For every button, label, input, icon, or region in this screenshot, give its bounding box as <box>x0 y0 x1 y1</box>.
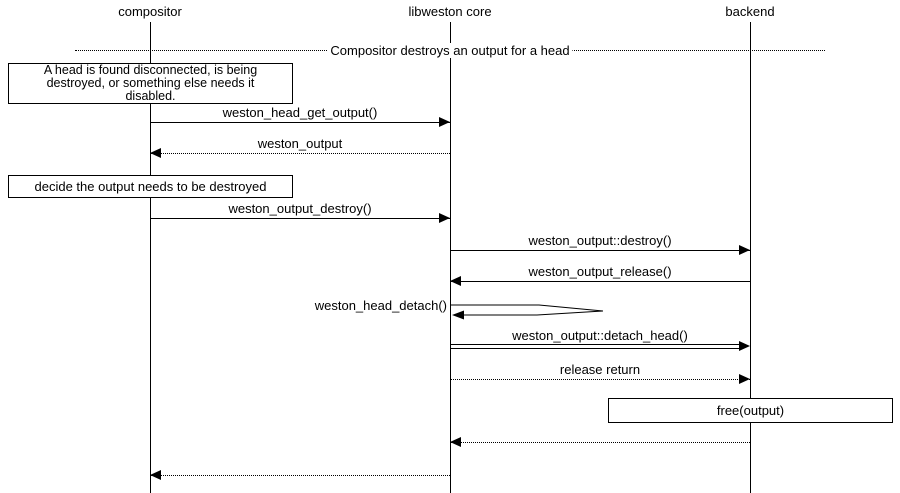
arrowhead-right-icon <box>439 117 450 127</box>
message-label-weston-output-detach-head: weston_output::detach_head() <box>512 328 688 343</box>
note-head-disconnected: A head is found disconnected, is being d… <box>8 63 293 104</box>
note-decide-destroy: decide the output needs to be destroyed <box>8 175 293 198</box>
message-label-weston-output-destroy: weston_output_destroy() <box>228 201 372 216</box>
message-label-weston-output-vfunc-destroy: weston_output::destroy() <box>528 233 672 248</box>
message-line-weston-output-detach-head <box>450 344 740 349</box>
arrowhead-right-icon <box>739 374 750 384</box>
message-line-weston-output <box>150 153 450 154</box>
message-line-weston-head-get-output <box>150 122 450 123</box>
lifeline-backend <box>750 22 751 493</box>
self-call-arrow-icon <box>451 304 604 320</box>
message-label-weston-output-release: weston_output_release() <box>528 264 672 279</box>
note-free-output: free(output) <box>608 398 893 423</box>
message-line-return-to-core <box>450 442 750 443</box>
arrowhead-right-icon <box>739 245 750 255</box>
actor-label-compositor: compositor <box>118 4 182 19</box>
message-label-weston-head-get-output: weston_head_get_output() <box>222 105 378 120</box>
message-line-weston-output-vfunc-destroy <box>450 250 750 251</box>
message-line-weston-output-release <box>450 281 750 282</box>
actor-label-backend: backend <box>725 4 775 19</box>
arrowhead-left-icon <box>150 470 161 480</box>
message-line-return-to-compositor <box>150 475 450 476</box>
actor-label-libweston-core: libweston core <box>408 4 492 19</box>
message-label-release-return: release return <box>559 362 641 377</box>
lifeline-libweston-core <box>450 22 451 493</box>
arrowhead-left-icon <box>450 437 461 447</box>
lifeline-compositor <box>150 22 151 493</box>
arrowhead-right-icon <box>739 341 750 351</box>
divider-label: Compositor destroys an output for a head <box>327 43 573 58</box>
arrowhead-left-icon <box>150 148 161 158</box>
arrowhead-right-icon <box>439 213 450 223</box>
message-label-weston-head-detach: weston_head_detach() <box>314 298 447 313</box>
arrowhead-left-icon <box>450 276 461 286</box>
message-line-release-return <box>450 379 750 380</box>
message-line-weston-output-destroy <box>150 218 450 219</box>
message-label-weston-output: weston_output <box>257 136 343 151</box>
